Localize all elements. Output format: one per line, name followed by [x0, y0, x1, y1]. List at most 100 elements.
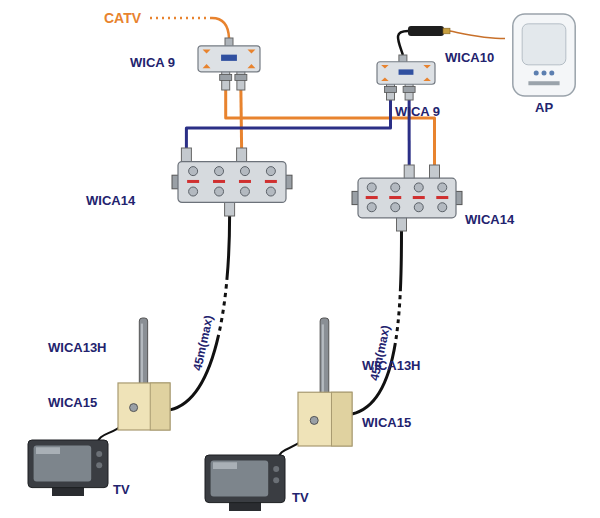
unit-box	[298, 392, 352, 446]
cable	[170, 216, 230, 410]
port-tag	[436, 196, 448, 199]
device-illustration	[28, 440, 108, 496]
side-port	[266, 167, 275, 176]
unit-side	[150, 383, 170, 430]
tv-body	[205, 455, 285, 503]
tv-knob	[96, 462, 102, 468]
filter-device: WICA10	[408, 24, 450, 38]
splitter-device: WICA 9	[375, 55, 437, 100]
port-tag	[213, 180, 225, 183]
side-port	[367, 183, 376, 192]
tv-body	[28, 440, 108, 488]
tv-knob	[273, 466, 279, 472]
splitter-device: WICA 9	[196, 38, 262, 90]
port-tag	[389, 196, 401, 199]
status-light	[542, 71, 547, 76]
port-tag	[265, 180, 277, 183]
arrow-mark	[381, 65, 388, 69]
splitter-body	[377, 62, 435, 85]
tap-body	[178, 162, 286, 203]
tap-body	[358, 178, 456, 218]
arrow-mark	[247, 49, 255, 53]
side-port	[438, 203, 447, 212]
tv-screen	[34, 446, 92, 482]
screen-glare	[36, 447, 60, 454]
ap-panel	[522, 24, 566, 65]
device-label: WICA15	[362, 415, 411, 431]
port-nut	[220, 74, 232, 80]
ap-body	[513, 14, 575, 96]
tv-set: TV	[205, 455, 285, 511]
status-light	[534, 71, 539, 76]
port-nut	[403, 87, 415, 93]
arrow-mark	[423, 78, 430, 82]
device-label: TV	[292, 490, 309, 506]
screen-glare	[213, 462, 237, 469]
unit-side	[331, 392, 352, 446]
port-tag	[413, 196, 425, 199]
side-port	[189, 187, 198, 196]
arrow-mark	[203, 64, 211, 68]
device-illustration	[375, 55, 437, 100]
ap-grille	[528, 81, 559, 85]
device-label: WICA 9	[395, 104, 440, 120]
cable	[398, 31, 408, 55]
port-nut	[235, 74, 247, 80]
source-label: CATV	[104, 10, 141, 26]
tv-screen	[211, 461, 269, 497]
device-label: WICA15	[48, 395, 97, 411]
wireless-unit: WICA13HWICA15	[298, 318, 352, 446]
unit-port	[130, 404, 138, 412]
catv-dotted-feed	[150, 17, 212, 20]
device-label: WICA10	[445, 50, 494, 66]
arrow-mark	[247, 64, 255, 68]
tv-set: TV	[28, 440, 108, 496]
filter-connector	[443, 28, 450, 34]
antenna-highlight	[141, 324, 143, 391]
port-nut	[385, 87, 397, 93]
tv-knob	[96, 451, 102, 457]
access-point: AP	[505, 14, 583, 96]
device-illustration	[352, 165, 462, 231]
arrow-mark	[423, 65, 430, 69]
device-illustration	[172, 148, 292, 216]
device-label: WICA14	[86, 193, 135, 209]
unit-port	[310, 416, 318, 424]
side-port	[367, 203, 376, 212]
side-port	[438, 183, 447, 192]
arrow-mark	[381, 78, 388, 82]
side-port	[189, 167, 198, 176]
status-light	[549, 71, 554, 76]
device-illustration	[505, 14, 583, 96]
logo-plate	[399, 69, 414, 74]
catv-feed-cable	[212, 18, 229, 38]
side-port	[391, 203, 400, 212]
device-illustration	[408, 24, 450, 38]
port-tag	[239, 180, 251, 183]
side-port	[215, 187, 224, 196]
device-illustration	[205, 455, 285, 511]
arrow-mark	[203, 49, 211, 53]
tap-device: WICA14	[352, 165, 462, 231]
device-label: AP	[535, 100, 553, 116]
cable	[186, 100, 390, 148]
logo-plate	[221, 55, 237, 61]
side-port	[414, 183, 423, 192]
splitter-body	[198, 46, 260, 72]
cable	[352, 231, 402, 414]
side-port	[240, 167, 249, 176]
device-label: WICA 9	[130, 55, 175, 71]
device-illustration	[118, 318, 170, 430]
side-port	[414, 203, 423, 212]
side-port	[266, 187, 275, 196]
side-port	[391, 183, 400, 192]
unit-box	[118, 383, 170, 430]
wireless-unit: WICA13HWICA15	[118, 318, 170, 430]
side-port	[215, 167, 224, 176]
device-label: WICA13H	[48, 340, 107, 356]
device-illustration	[196, 38, 262, 90]
cable	[450, 31, 505, 39]
device-illustration	[298, 318, 352, 446]
port-tag	[187, 180, 199, 183]
